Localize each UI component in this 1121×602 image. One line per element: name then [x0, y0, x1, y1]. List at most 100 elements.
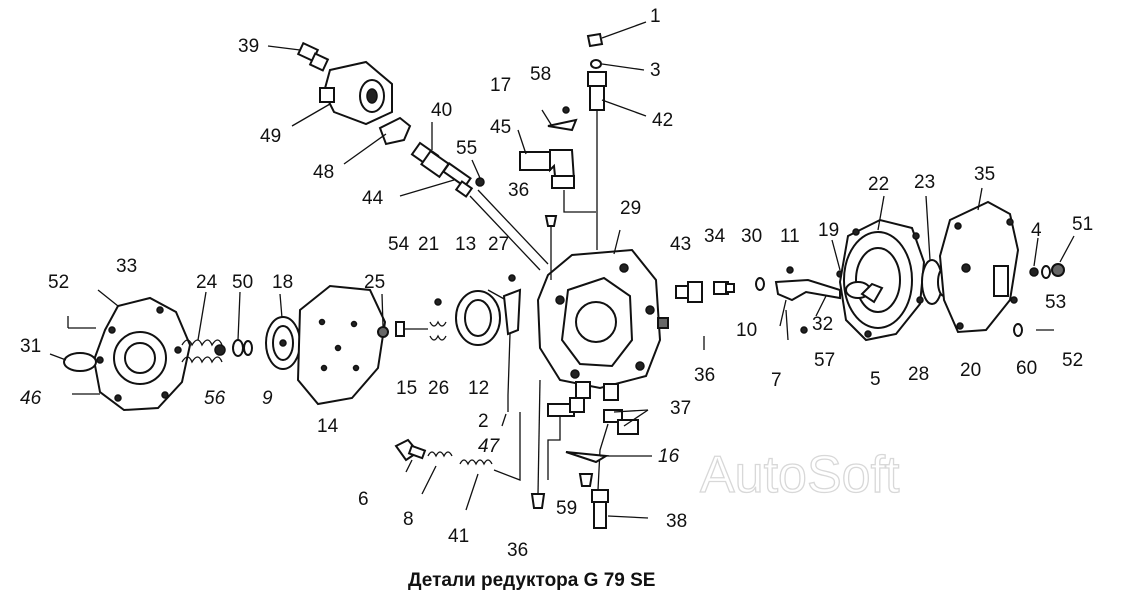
part-36-top	[544, 215, 558, 227]
callout-35: 35	[974, 164, 995, 185]
part-solenoid-49	[319, 60, 393, 126]
part-58	[562, 106, 570, 114]
callout-27: 27	[488, 234, 509, 255]
callout-15: 15	[396, 378, 417, 399]
callout-60: 60	[1016, 358, 1037, 379]
part-gasket-48	[378, 116, 412, 146]
callout-2: 2	[478, 411, 489, 432]
callout-22: 22	[868, 174, 889, 195]
part-clip-16	[565, 451, 610, 464]
part-57	[800, 326, 808, 334]
callout-19: 19	[818, 220, 839, 241]
callout-1: 1	[650, 6, 661, 27]
callout-37: 37	[670, 398, 691, 419]
callout-39: 39	[238, 36, 259, 57]
part-cover-33	[92, 296, 192, 412]
part-spring-8	[427, 451, 453, 458]
callout-56: 56	[204, 388, 226, 409]
part-pin-15	[395, 321, 428, 337]
part-lever-12	[502, 288, 522, 336]
callout-51: 51	[1072, 214, 1093, 235]
callout-26: 26	[428, 378, 449, 399]
part-56	[214, 344, 226, 356]
callout-58: 58	[530, 64, 551, 85]
part-clip-17	[547, 118, 578, 132]
callout-8: 8	[403, 509, 414, 530]
part-55	[475, 177, 485, 187]
part-59	[578, 473, 594, 487]
callout-9: 9	[262, 388, 273, 409]
callout-47: 47	[478, 436, 501, 457]
callout-34: 34	[704, 226, 726, 247]
callout-36-top: 36	[508, 180, 529, 201]
part-elbow-45	[519, 149, 576, 189]
part-body-29	[536, 248, 669, 401]
callout-52-right: 52	[1062, 350, 1083, 371]
callout-14: 14	[317, 416, 339, 437]
callout-59: 59	[556, 498, 577, 519]
callout-3: 3	[650, 60, 661, 81]
part-diaphragm-18	[265, 316, 301, 370]
part-plug-6	[394, 438, 427, 462]
callout-50: 50	[232, 272, 253, 293]
callout-21: 21	[418, 234, 439, 255]
figure-caption: Детали редуктора G 79 SE	[408, 570, 655, 591]
watermark: AutoSoft	[700, 446, 900, 504]
callout-54: 54	[388, 234, 410, 255]
callout-31: 31	[20, 336, 41, 357]
hose-45	[563, 190, 596, 213]
callout-6: 6	[358, 489, 369, 510]
callout-53: 53	[1045, 292, 1066, 313]
callout-45: 45	[490, 117, 511, 138]
callout-52-left: 52	[48, 272, 69, 293]
leader-12-2	[507, 333, 511, 396]
callout-55: 55	[456, 138, 477, 159]
part-9	[243, 340, 253, 356]
callout-36-right: 36	[694, 365, 715, 386]
callout-17: 17	[490, 75, 511, 96]
part-nut-25	[377, 326, 389, 338]
part-elbow-37b	[597, 409, 639, 491]
callout-20: 20	[960, 360, 981, 381]
part-11	[786, 266, 794, 274]
part-screw-52-left	[68, 327, 100, 395]
part-spring-24	[181, 339, 223, 364]
part-36-bottom	[530, 379, 546, 509]
callout-7: 7	[771, 370, 782, 391]
part-connector-39	[296, 41, 330, 72]
callout-16: 16	[658, 446, 680, 467]
callout-13: 13	[455, 234, 476, 255]
callout-25: 25	[364, 272, 385, 293]
part-filter-38	[591, 489, 609, 529]
part-5	[845, 281, 884, 304]
part-54	[434, 298, 442, 306]
callout-24: 24	[196, 272, 218, 293]
part-plate-14	[296, 284, 387, 406]
callout-42: 42	[652, 110, 673, 131]
part-cap-31	[63, 352, 97, 372]
callout-40: 40	[431, 100, 452, 121]
part-fitting-42	[587, 71, 607, 250]
part-pin-7	[785, 309, 789, 341]
part-4	[1029, 267, 1039, 277]
part-elbow-37a	[547, 397, 585, 480]
part-cover-35	[938, 200, 1020, 334]
callout-38: 38	[666, 511, 687, 532]
callout-33: 33	[116, 256, 137, 277]
callout-5: 5	[870, 369, 881, 390]
callout-44: 44	[362, 188, 384, 209]
part-27	[508, 274, 516, 282]
callout-30: 30	[741, 226, 762, 247]
part-34	[713, 281, 735, 295]
part-13	[487, 289, 507, 301]
callout-46: 46	[20, 388, 42, 409]
part-housing-22	[838, 218, 926, 342]
callout-48: 48	[313, 162, 334, 183]
callout-32: 32	[812, 314, 833, 335]
callout-4: 4	[1031, 220, 1042, 241]
part-1	[586, 32, 604, 48]
part-53	[1041, 265, 1051, 279]
part-tube-44	[442, 162, 549, 271]
part-51	[1051, 263, 1065, 277]
